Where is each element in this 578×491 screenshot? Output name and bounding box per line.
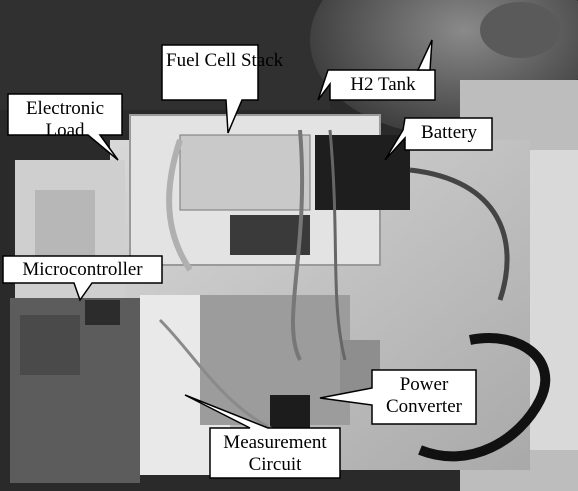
label-battery: Battery — [421, 122, 477, 143]
label-h2-tank: H2 Tank — [350, 74, 416, 95]
callout-electronic-load — [7, 93, 123, 161]
power-converter-body — [270, 395, 310, 433]
black-cable — [418, 333, 551, 462]
wire-2 — [328, 129, 347, 361]
label-electronic-load: Electronic Load — [25, 98, 105, 141]
callout-h2-tank — [317, 69, 436, 101]
mcu-connector — [85, 300, 120, 325]
connector-block — [230, 215, 310, 255]
callout-fuel-cell-stack — [161, 44, 259, 134]
label-microcontroller: Microcontroller — [22, 259, 143, 280]
h2-tank-valve — [480, 2, 560, 58]
callout-microcontroller — [2, 255, 163, 302]
grey-cable — [409, 167, 510, 301]
label-power-converter: Power Converter — [386, 374, 462, 417]
fuel-cell-stack-body — [179, 134, 311, 211]
callout-h2-tank-pointer — [416, 39, 433, 71]
label-measurement-circuit: Measurement Circuit — [223, 432, 327, 475]
callout-battery — [384, 117, 493, 161]
wire-1 — [290, 129, 305, 361]
tube — [166, 139, 193, 272]
callout-power-converter — [319, 369, 477, 425]
label-fuel-cell-stack: Fuel Cell Stack — [166, 50, 284, 71]
callout-measurement-circuit — [184, 394, 341, 479]
mcu-chip-area — [20, 315, 80, 375]
